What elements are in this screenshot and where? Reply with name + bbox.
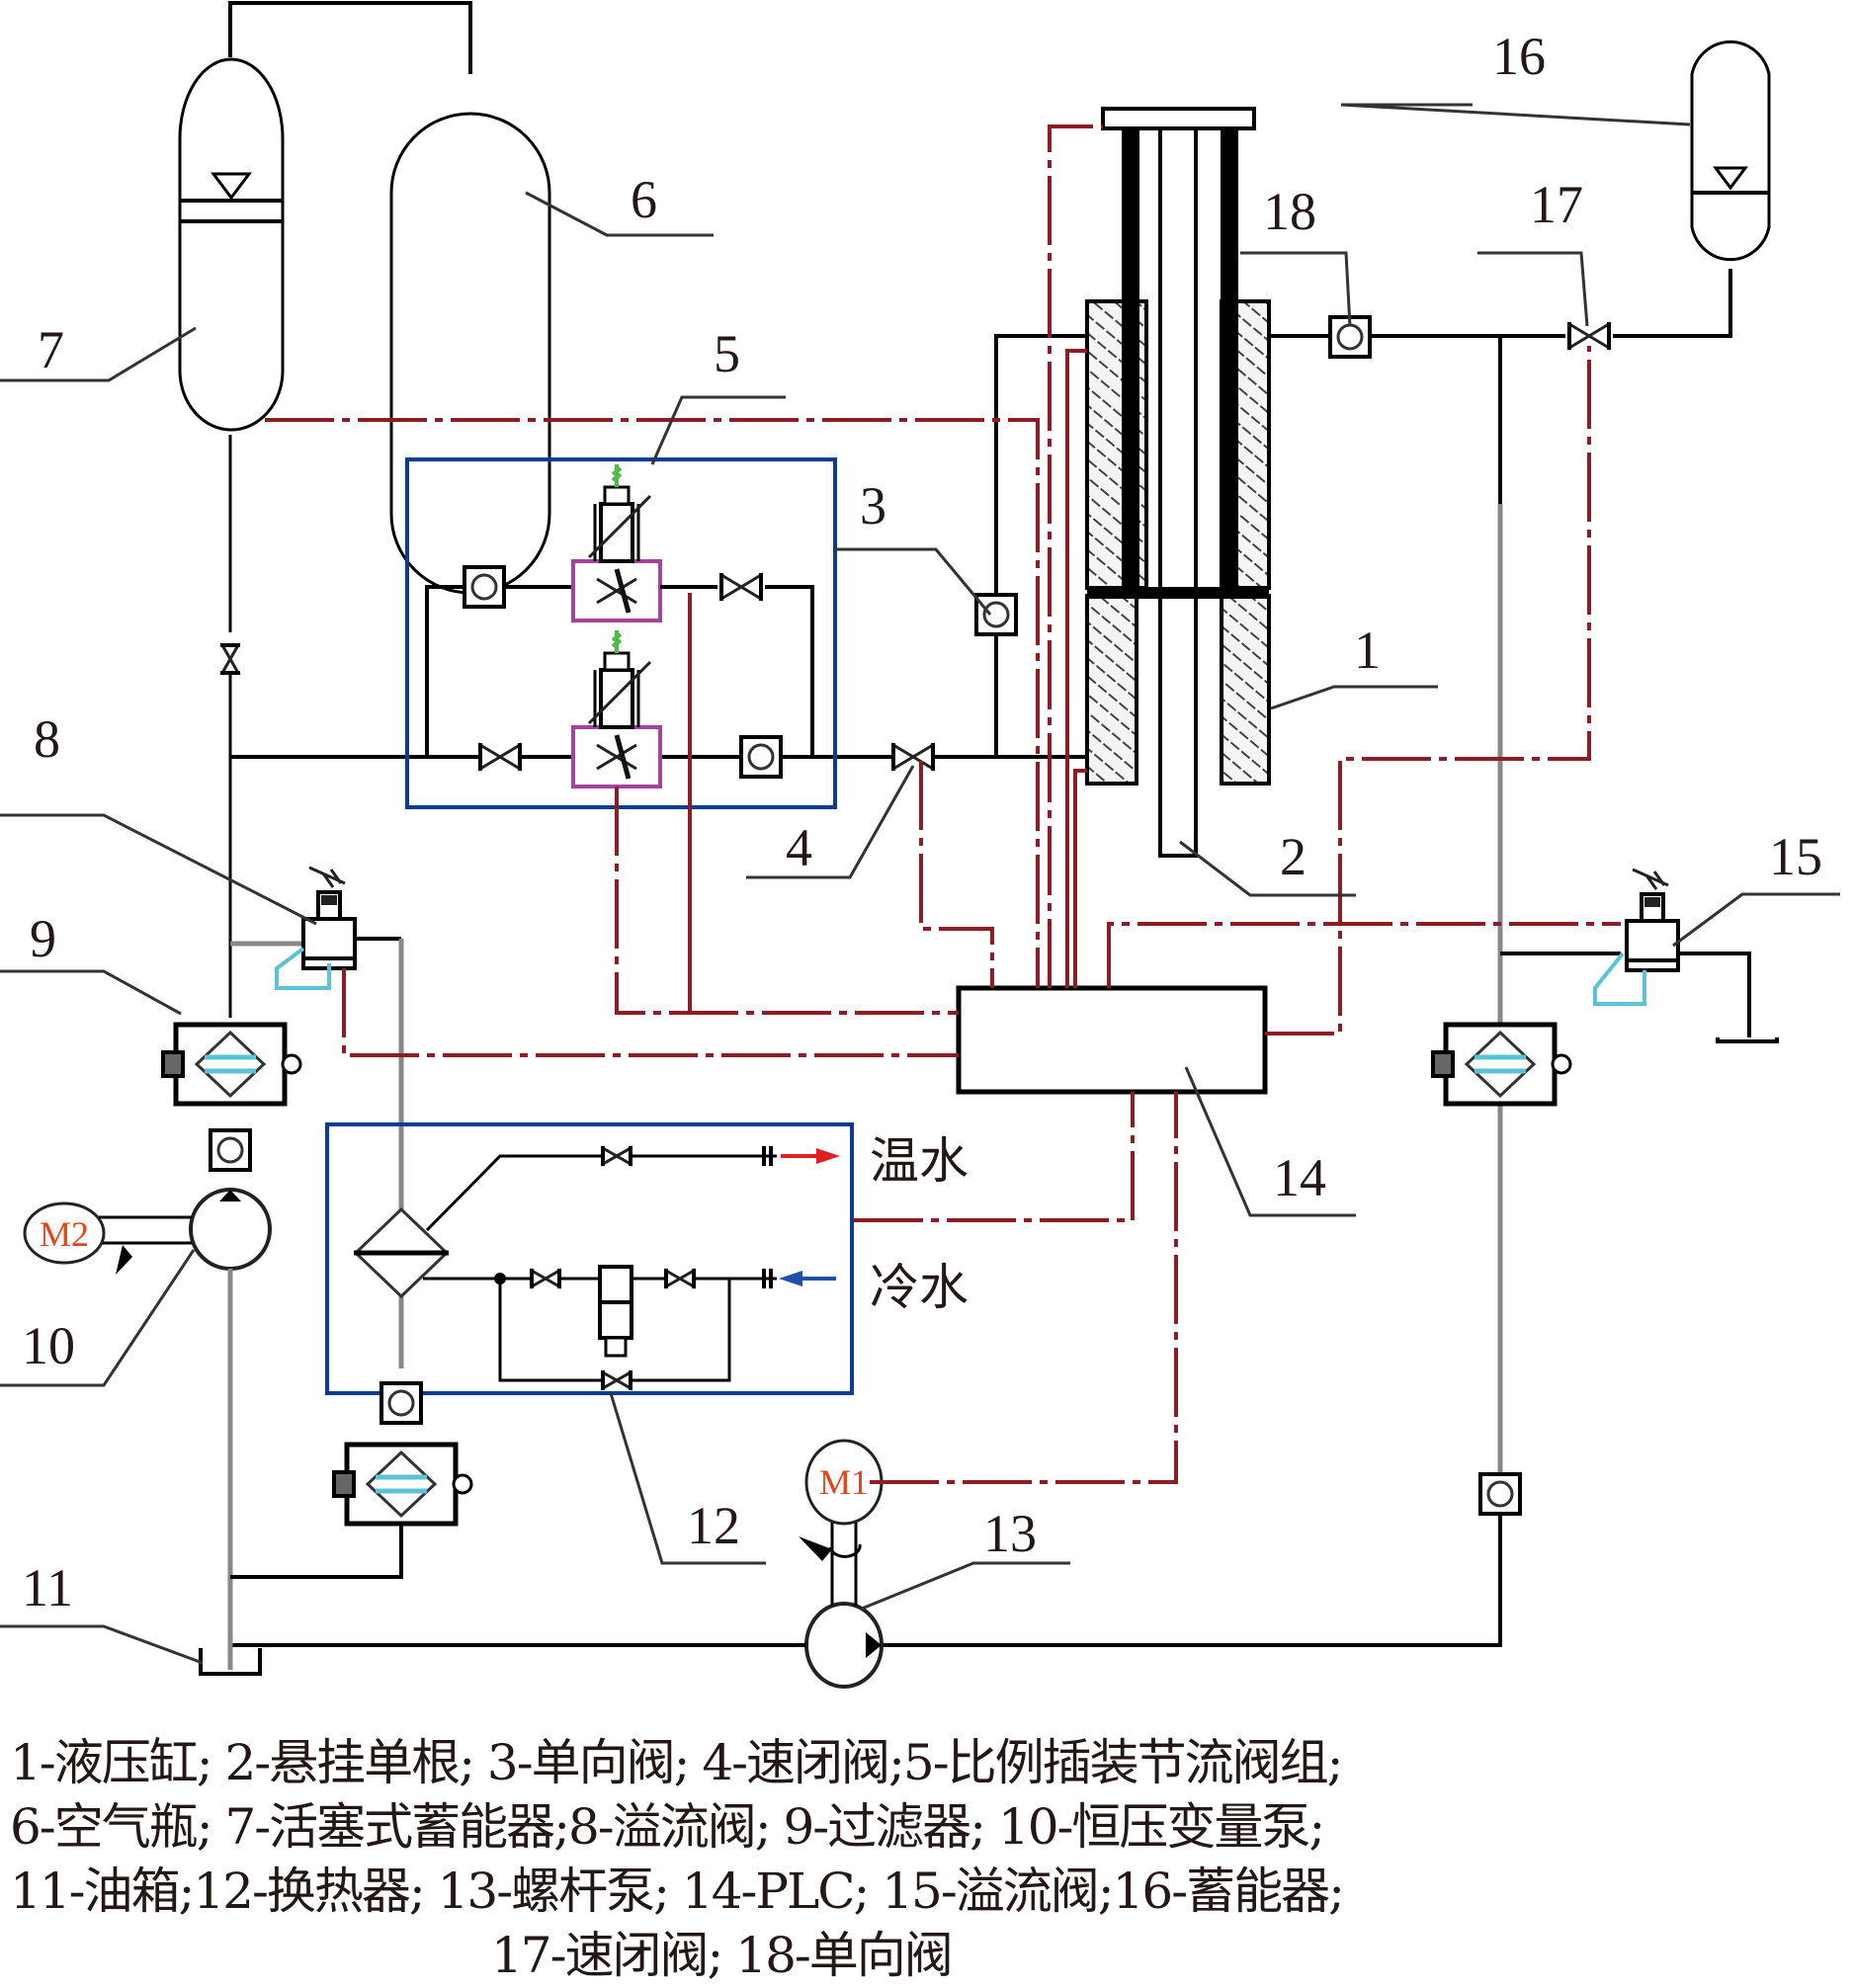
callout-3: 3 [860,476,886,536]
screw-pump-13 [799,1522,884,1689]
callout-7: 7 [38,320,64,379]
legend-line-1: 1-液压缸; 2-悬挂单根; 3-单向阀; 4-速闭阀;5-比例插装节流阀组; [10,1734,1343,1791]
callout-6: 6 [631,170,657,229]
callout-18: 18 [1263,182,1316,241]
hydraulic-schematic: M1 M2 [0,1,1840,1689]
accumulator-16 [1690,40,1771,262]
legend-line-4: 17-速闭阀; 18-单向阀 [491,1927,954,1984]
callout-17: 17 [1530,175,1583,234]
check-valve-group-top [463,565,506,609]
figure-legend: 1-液压缸; 2-悬挂单根; 3-单向阀; 4-速闭阀;5-比例插装节流阀组; … [10,1731,1848,1988]
proportional-valve-top [573,464,660,621]
heat-exchanger-12-box [325,1122,854,1395]
gas-connection-line [228,1,472,74]
warm-water-label: 温水 [870,1132,969,1190]
callout-11: 11 [22,1558,73,1617]
relief-valve-15 [1625,868,1680,972]
callout-8: 8 [34,709,60,769]
filter-9 [163,1025,300,1104]
callout-13: 13 [983,1504,1037,1563]
gate-valve-group-top [719,571,763,603]
valve-group-5-box [405,457,837,809]
tank-15 [1716,1037,1779,1043]
callout-9: 9 [30,909,56,968]
motor-m2-label: M2 [40,1214,89,1254]
accumulator-isolation-valve [218,643,242,675]
leader-lines [0,103,1840,1665]
callout-10: 10 [22,1316,75,1375]
check-valve-hx [379,1381,423,1425]
legend-line-3: 11-油箱;12-换热器; 13-螺杆泵; 14-PLC; 15-溢流阀;16-… [10,1863,1345,1920]
plc-14-box [956,985,1268,1095]
callout-5: 5 [714,324,740,383]
fast-closing-valve-17 [1567,320,1611,352]
signal-lines [265,124,1621,1484]
relief-valve-8 [301,866,357,970]
check-valve-3 [974,593,1018,636]
callout-4: 4 [786,818,812,877]
cold-water-label: 冷水 [870,1259,969,1316]
suspended-string-2 [1158,784,1198,858]
filter-right [1433,1025,1570,1104]
callout-12: 12 [687,1496,740,1555]
callout-1: 1 [1354,621,1381,680]
air-bottle-6 [389,112,551,595]
motor-m1: M1 [804,1439,884,1526]
hydraulic-cylinder-1 [1085,107,1271,786]
legend-line-2: 6-空气瓶; 7-活塞式蓄能器;8-溢流阀; 9-过滤器; 10-恒压变量泵; [10,1798,1325,1856]
proportional-valve-bottom [573,630,660,787]
heat-exchanger-12 [353,1144,840,1392]
check-valve-pump10 [209,1128,252,1172]
constant-pressure-pump-10 [99,1188,272,1275]
check-valve-group-bottom [739,735,783,779]
piston-accumulator-7 [178,57,285,432]
callout-15: 15 [1769,827,1822,886]
callout-14: 14 [1273,1148,1326,1207]
motor-m2: M2 [23,1201,106,1265]
callout-2: 2 [1280,827,1306,886]
filter-hx [334,1445,471,1524]
motor-m1-label: M1 [819,1462,869,1502]
check-valve-right [1478,1472,1522,1516]
gate-valve-group-bottom [478,741,522,773]
callout-16: 16 [1492,27,1546,86]
